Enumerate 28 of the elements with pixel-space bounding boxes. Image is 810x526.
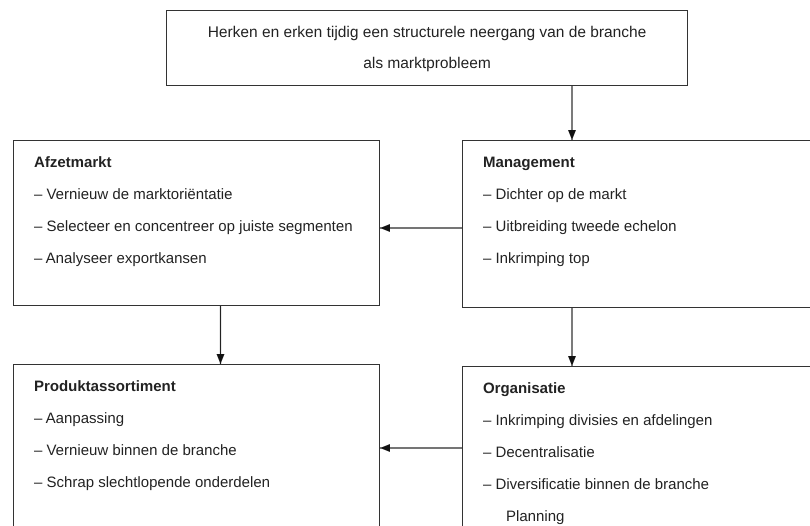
arrow <box>380 224 462 232</box>
text-box <box>166 10 688 86</box>
list-item: – Aanpassing <box>33 409 126 429</box>
text-box <box>462 366 810 526</box>
text-box <box>13 364 380 526</box>
list-item: – Inkrimping top <box>482 249 591 269</box>
list-item: – Dichter op de markt <box>482 185 628 205</box>
arrow <box>568 86 576 140</box>
box-text: Herken en erken tijdig een structurele neergang van de branche als marktprobleem <box>206 23 648 74</box>
box-heading: Afzetmarkt <box>33 153 113 173</box>
arrow <box>216 306 224 364</box>
list-item: – Decentralisatie <box>482 443 596 463</box>
text-box <box>462 140 810 308</box>
text-box <box>13 140 380 306</box>
list-item: – Selecteer en concentreer op juiste segmenten <box>33 217 354 237</box>
list-item: – Vernieuw de marktoriëntatie <box>33 185 234 205</box>
list-item: Planning <box>505 507 566 526</box>
arrow <box>380 444 462 452</box>
list-item: – Diversificatie binnen de branche <box>482 475 710 495</box>
list-item: – Schrap slechtlopende onderdelen <box>33 473 272 493</box>
arrow <box>568 308 576 366</box>
list-item: – Inkrimping divisies en afdelingen <box>482 411 714 431</box>
box-heading: Management <box>482 153 576 173</box>
list-item: – Analyseer exportkansen <box>33 249 208 269</box>
box-heading: Organisatie <box>482 379 567 399</box>
box-heading: Produktassortiment <box>33 377 177 397</box>
list-item: – Vernieuw binnen de branche <box>33 441 238 461</box>
list-item: – Uitbreiding tweede echelon <box>482 217 678 237</box>
